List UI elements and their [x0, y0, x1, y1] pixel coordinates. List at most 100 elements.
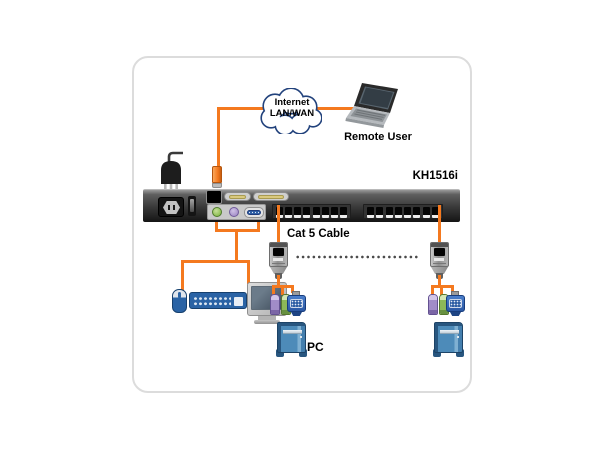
rj45-kvm-port	[422, 207, 430, 218]
tower-led	[300, 336, 302, 338]
module-rj45-socket	[434, 248, 445, 256]
cloud-label: Internet LAN/WAN	[262, 97, 322, 119]
remote-user-label: Remote User	[344, 131, 412, 143]
power-switch	[188, 196, 196, 216]
cat5-cable-label: Cat 5 Cable	[287, 228, 350, 240]
rj45-kvm-port	[385, 207, 393, 218]
vga-face	[449, 299, 462, 308]
db9-pins	[229, 195, 246, 199]
module-cable	[272, 285, 275, 295]
vga-connector	[287, 291, 306, 317]
rj45-kvm-port	[339, 207, 347, 218]
monitor-base	[254, 320, 280, 324]
console-cable	[257, 218, 260, 232]
rj45-kvm-port	[413, 207, 421, 218]
cat5-cable-right	[438, 205, 441, 243]
laptop-icon	[345, 83, 398, 128]
console-port-panel	[207, 204, 266, 220]
module-cable	[277, 275, 280, 288]
lan-port	[206, 190, 222, 204]
lan-cable	[217, 107, 220, 167]
kvm-switch	[143, 189, 460, 222]
rj45-port-bank-1	[272, 204, 351, 219]
ps2-mouse-connector	[270, 294, 280, 315]
kvm-adapter-module-right	[429, 241, 451, 279]
cloud-label-line1: Internet	[274, 97, 310, 108]
cat5-cable-left	[277, 205, 280, 243]
module-cap	[431, 243, 448, 247]
ac-inlet-face	[163, 201, 180, 214]
tower-case	[434, 322, 463, 353]
module-cable	[440, 285, 443, 295]
vga-port-pins	[247, 210, 261, 215]
switch-model-label: KH1516i	[412, 170, 458, 182]
module-groove	[433, 263, 446, 264]
tower-led	[457, 336, 459, 338]
module-label	[273, 258, 283, 261]
rj45-kvm-port	[376, 207, 384, 218]
ac-inlet-pin	[168, 205, 170, 210]
module-taper	[270, 267, 287, 274]
tower-foot	[299, 349, 307, 357]
console-cable	[235, 229, 238, 263]
module-body	[269, 242, 288, 267]
console-cable	[215, 218, 218, 232]
module-groove	[272, 263, 285, 264]
vga-shell	[287, 295, 306, 312]
vga-foot	[450, 312, 461, 316]
ac-inlet-pin	[173, 205, 175, 210]
vga-foot	[291, 312, 302, 316]
module-cable	[438, 275, 441, 288]
tower-foot	[276, 349, 284, 357]
module-cable	[281, 285, 284, 295]
module-cable	[451, 285, 454, 293]
continuation-dotted-line	[295, 255, 420, 259]
rj45-kvm-port	[321, 207, 329, 218]
pc-tower-left	[276, 322, 307, 358]
internet-cloud-icon	[260, 88, 322, 134]
module-cable	[431, 285, 434, 295]
db25-pins	[258, 195, 284, 199]
rj45-plug-body	[212, 166, 222, 183]
serial-db9-port	[224, 192, 251, 201]
keyboard-keys	[193, 296, 231, 307]
ac-power-inlet	[158, 197, 184, 217]
vga-shell	[446, 295, 465, 312]
mouse-icon	[172, 289, 187, 313]
tower-top	[435, 323, 462, 326]
kvm-adapter-module-left	[268, 241, 290, 279]
monitor-cable	[247, 260, 250, 284]
vga-face	[290, 299, 303, 308]
module-body	[430, 242, 449, 267]
rj45-kvm-port	[431, 207, 439, 218]
tower-top	[278, 323, 305, 326]
rj45-port-bank-2	[363, 204, 443, 219]
cloud-label-line2: LAN/WAN	[269, 108, 315, 119]
rj45-plug-tip	[212, 183, 222, 188]
pc-tower-right	[433, 322, 464, 358]
rj45-kvm-port	[285, 207, 293, 218]
ps2-mouse-port	[229, 207, 239, 217]
rj45-kvm-port	[294, 207, 302, 218]
serial-db25-port	[253, 192, 289, 201]
rj45-kvm-port	[367, 207, 374, 218]
tower-foot	[433, 349, 441, 357]
tower-foot	[456, 349, 464, 357]
tower-drive-slot	[283, 330, 302, 334]
keyboard-icon	[189, 292, 247, 309]
keyboard-pad	[234, 297, 243, 306]
tower-case	[277, 322, 306, 353]
rj45-kvm-port	[303, 207, 311, 218]
ps2-mouse-connector	[428, 294, 438, 315]
rj45-kvm-port	[312, 207, 320, 218]
module-label	[434, 258, 444, 261]
monitor-neck	[258, 316, 276, 321]
vga-connector	[446, 291, 465, 317]
tower-drive-slot	[440, 330, 459, 334]
mouse-cable	[181, 260, 184, 291]
module-taper	[431, 267, 448, 274]
pc-label: PC	[307, 340, 324, 354]
vga-console-port	[244, 207, 264, 218]
ps2-keyboard-port	[212, 207, 222, 217]
